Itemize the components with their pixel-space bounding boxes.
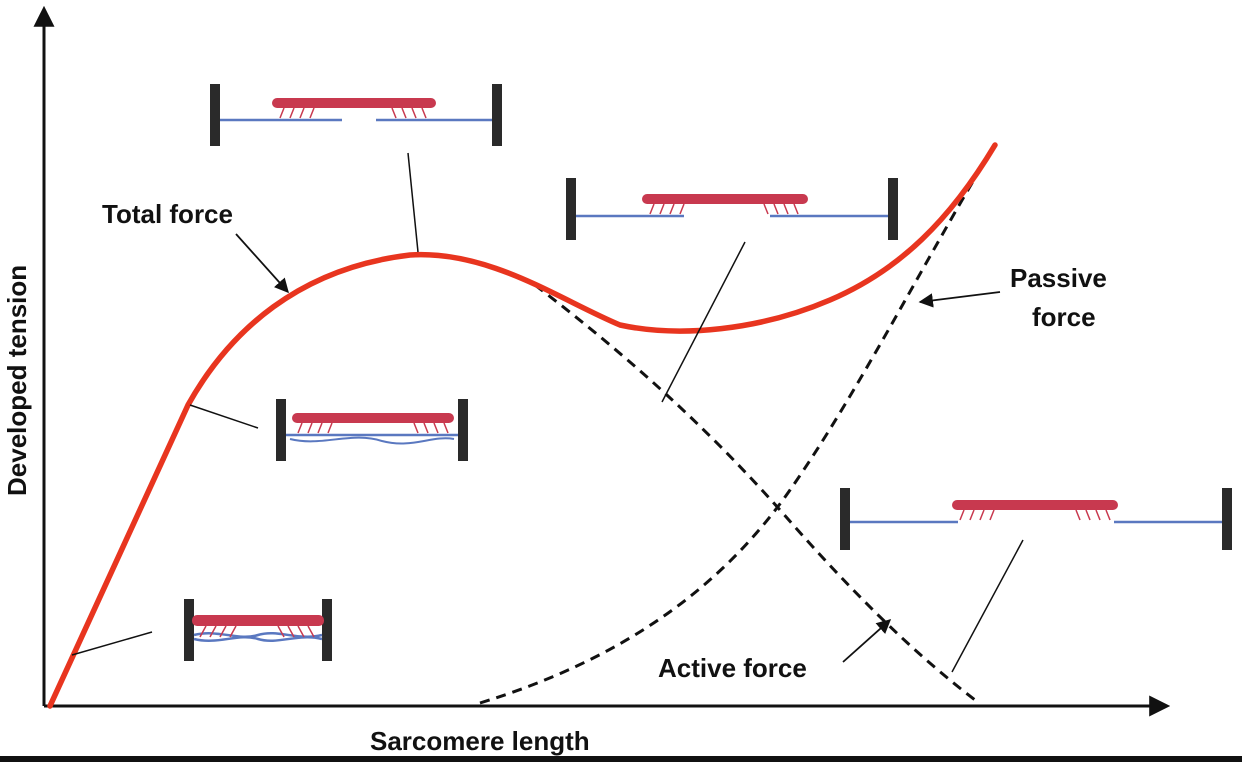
sarcomere-icon (182, 597, 334, 663)
sarcomere-icon (208, 82, 504, 148)
sarcomere-icon (838, 486, 1234, 552)
active-force-arrow (842, 619, 892, 663)
total-force-arrow (235, 233, 289, 294)
y-axis-label: Developed tension (2, 265, 32, 496)
passive-force-label-line2: force (1032, 302, 1096, 332)
passive-force-label-line1: Passive (1010, 263, 1107, 293)
active-force-curve (534, 283, 976, 702)
total-force-curve (47, 142, 998, 709)
active-force-label: Active force (658, 653, 807, 683)
total-force-label: Total force (102, 199, 233, 229)
x-axis-label: Sarcomere length (370, 726, 590, 756)
passive-force-curve (479, 144, 997, 705)
passive-force-arrow (918, 291, 1001, 308)
sarcomere-icon (564, 176, 900, 242)
bottom-border (0, 756, 1242, 762)
leader-lines (71, 152, 1024, 673)
sarcomere-icon (274, 397, 470, 463)
